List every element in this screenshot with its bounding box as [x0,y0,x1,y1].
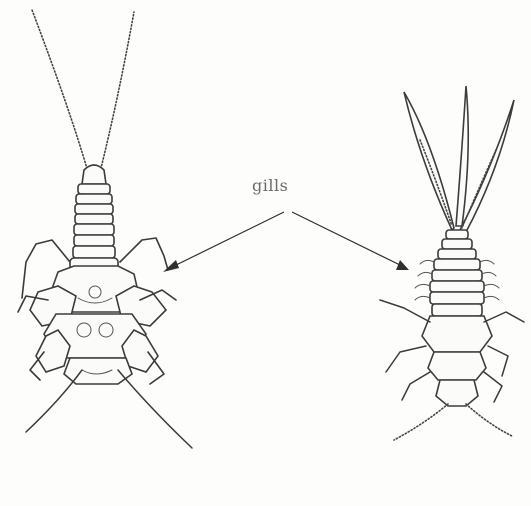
left-gill-plates [30,266,166,384]
left-nymph-illustration [18,10,192,448]
right-body-segments [430,230,484,316]
left-antenna-right [100,12,134,172]
left-antenna-left [32,10,88,172]
arrow-to-right-gills [292,212,409,270]
right-head [436,380,478,406]
gills-label: gills [252,176,288,195]
arrow-to-left-gills [163,212,284,272]
right-thorax-lower [428,352,486,380]
left-head [82,165,106,184]
right-antenna-left [394,404,448,440]
right-antenna-right [466,404,512,436]
left-cercus-right [118,370,192,448]
right-tail-fan-center [456,86,468,226]
right-thorax [422,316,492,352]
left-body-segments [70,184,118,274]
